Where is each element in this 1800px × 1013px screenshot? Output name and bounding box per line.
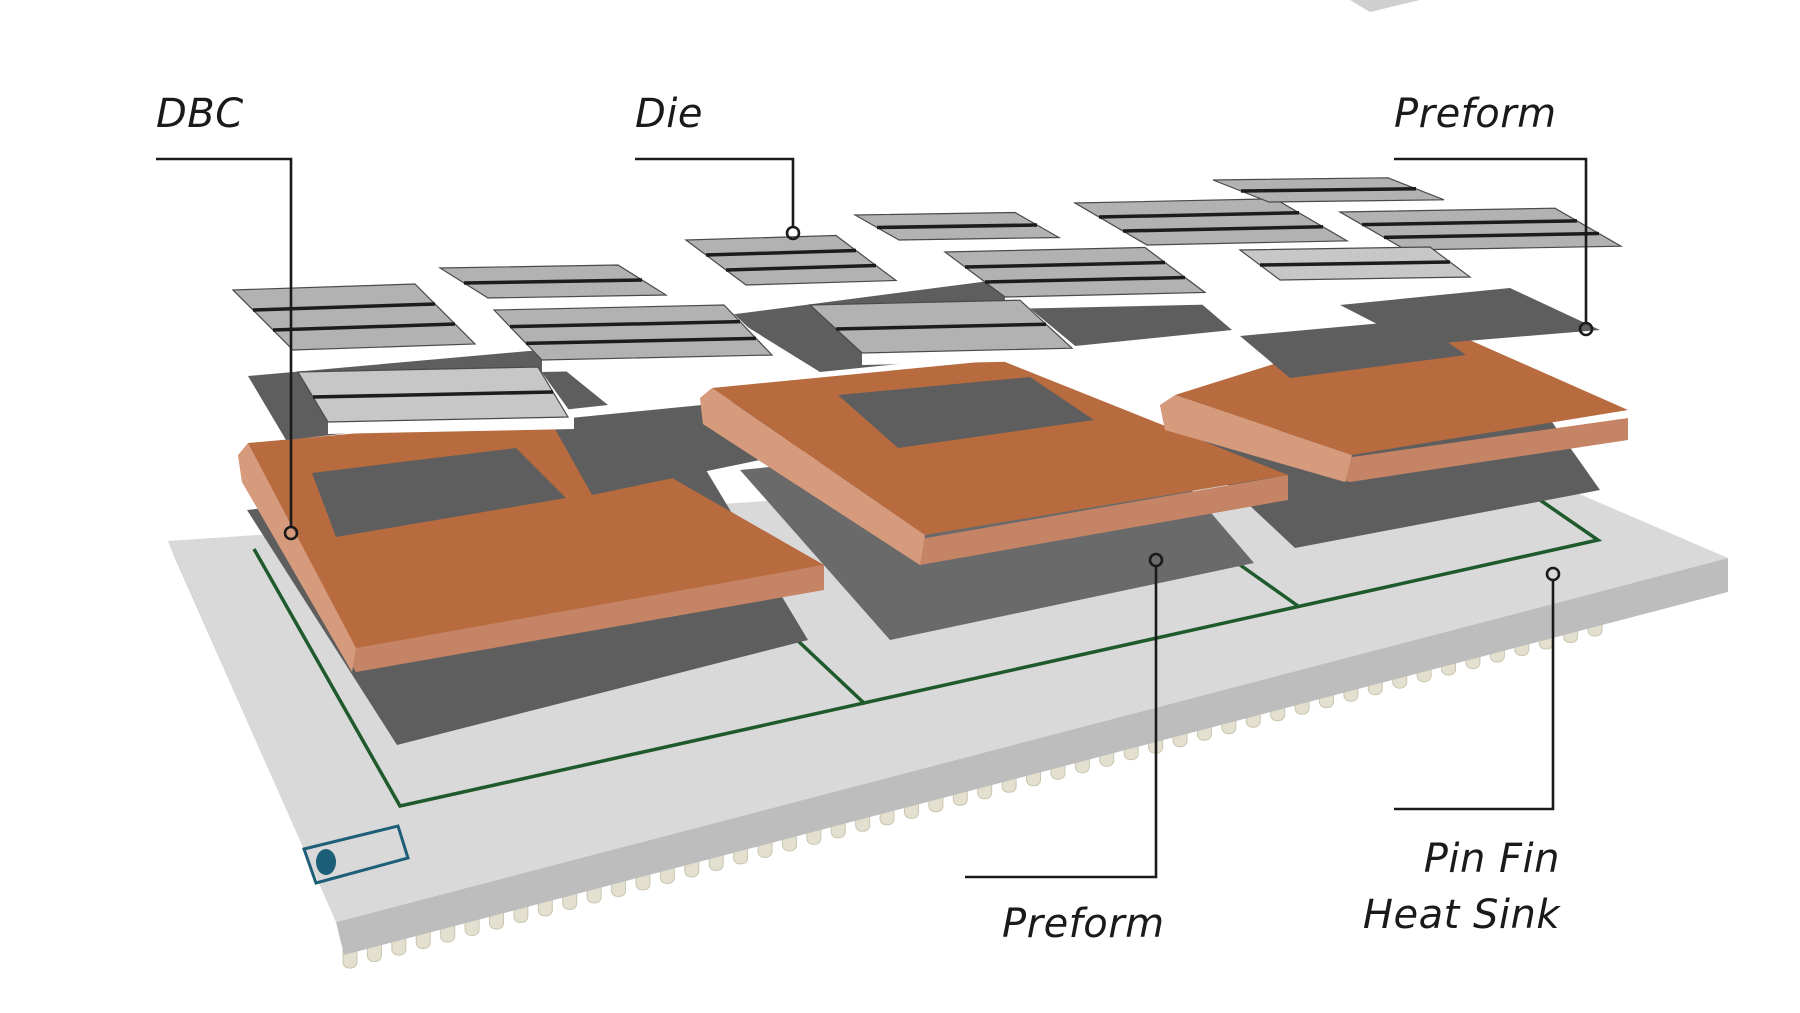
label-heat-sink-line1: Pin Fin: [1424, 836, 1560, 882]
label-dbc: DBC: [156, 91, 244, 137]
die: [684, 234, 898, 286]
dies: [231, 177, 1624, 434]
die: [437, 264, 669, 299]
anchor-dbc: [283, 525, 299, 541]
die: [1238, 246, 1472, 281]
anchor-preform-top: [1578, 321, 1594, 337]
label-heat-sink-line2: Heat Sink: [1363, 892, 1561, 938]
heat-sink-trace: [252, 498, 1603, 808]
die: [1072, 198, 1350, 246]
label-die: Die: [635, 91, 703, 137]
leader-dbc: [156, 157, 293, 527]
die: [1212, 177, 1445, 203]
leader-preform-top: [1394, 157, 1588, 323]
label-preform-bottom: Preform: [1002, 901, 1165, 947]
logo-mark: [302, 824, 410, 885]
die: [1337, 207, 1624, 251]
anchor-die: [785, 225, 801, 241]
dbc-plate-right: [1160, 318, 1628, 482]
top-edge-fragment: [1350, 0, 1420, 12]
callout-preform-top: Preform: [1394, 91, 1594, 337]
die: [296, 366, 574, 434]
die: [852, 211, 1062, 241]
callout-die: Die: [635, 91, 801, 241]
die: [231, 283, 477, 351]
die: [808, 299, 1078, 365]
leader-die: [635, 157, 795, 227]
dbc-plate-middle: [700, 360, 1288, 565]
callout-heat-sink: Pin Fin Heat Sink: [1363, 566, 1561, 938]
callout-preform-bottom: Preform: [965, 552, 1165, 947]
upper-preform-right: [1340, 288, 1600, 345]
leader-heat-sink: [1394, 580, 1555, 811]
die: [492, 304, 778, 372]
callout-dbc: DBC: [156, 91, 299, 541]
heat-sink-front-face: [336, 558, 1728, 955]
dbc-plate-left: [238, 400, 824, 672]
die: [943, 246, 1211, 309]
leader-preform-bottom: [965, 566, 1158, 879]
label-preform-top: Preform: [1394, 91, 1557, 137]
